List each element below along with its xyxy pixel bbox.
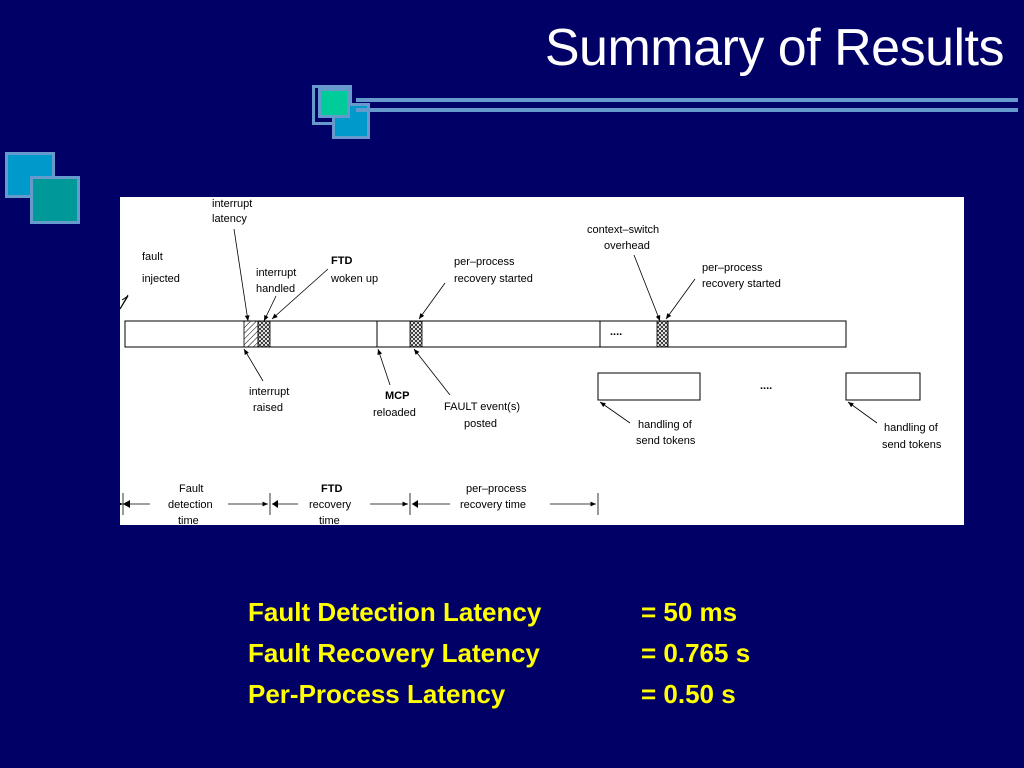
ellipsis-bottom: .... <box>760 380 772 392</box>
label-fault-detection-time-2: detection <box>168 499 213 511</box>
label-ftd-recovery-time-2: recovery <box>309 499 352 511</box>
deco-square-teal-left <box>30 176 80 224</box>
label-per-process-time-1: per–process <box>466 483 527 495</box>
label-per-process-1b: recovery started <box>454 273 533 285</box>
label-interrupt-raised-2: raised <box>253 402 283 414</box>
label-fault-events-1: FAULT event(s) <box>444 401 520 413</box>
label-mcp-reloaded-1: MCP <box>385 390 409 402</box>
label-per-process-2a: per–process <box>702 262 763 274</box>
result-value: = 0.50 s <box>641 679 736 709</box>
label-ftd-recovery-time-3: time <box>319 515 340 525</box>
label-ftd-woken-1: FTD <box>331 255 352 267</box>
label-per-process-1a: per–process <box>454 256 515 268</box>
slide-title: Summary of Results <box>544 19 1005 77</box>
label-interrupt-raised-1: interrupt <box>249 386 289 398</box>
label-interrupt-handled-2: handled <box>256 283 295 295</box>
label-handling-1b: send tokens <box>636 435 696 447</box>
label-mcp-reloaded-2: reloaded <box>373 407 416 419</box>
title-rule-bottom <box>356 108 1018 112</box>
result-label: Fault Detection Latency <box>248 597 542 627</box>
label-fault-injected-1: fault <box>142 251 163 263</box>
deco-square-green <box>318 88 350 118</box>
label-fault-events-2: posted <box>464 418 497 430</box>
label-handling-2a: handling of <box>884 422 939 434</box>
result-value: = 50 ms <box>641 597 738 627</box>
send-token-box-2 <box>845 372 921 401</box>
timeline-svg: fault injected interrupt latency interru… <box>120 198 942 525</box>
label-context-switch-2: overhead <box>604 240 650 252</box>
label-per-process-time-2: recovery time <box>460 499 526 511</box>
result-value: = 0.765 s <box>641 638 751 668</box>
send-token-box-1 <box>597 372 701 401</box>
label-fault-detection-time-1: Fault <box>179 483 203 495</box>
interrupt-latency-segment <box>243 320 259 348</box>
label-handling-2b: send tokens <box>882 439 942 451</box>
timeline-diagram: fault injected interrupt latency interru… <box>120 197 964 525</box>
label-fault-detection-time-3: time <box>178 515 199 525</box>
label-ftd-recovery-time-1: FTD <box>321 483 342 495</box>
label-context-switch-1: context–switch <box>587 224 659 236</box>
result-label: Per-Process Latency <box>248 679 506 709</box>
interrupt-handled-segment <box>257 320 271 348</box>
title-rule-top <box>356 98 1018 102</box>
label-handling-1a: handling of <box>638 419 693 431</box>
label-ftd-woken-2: woken up <box>330 273 378 285</box>
label-fault-injected-2: injected <box>142 273 180 285</box>
fault-event-segment <box>409 320 423 348</box>
result-label: Fault Recovery Latency <box>248 638 540 668</box>
label-per-process-2b: recovery started <box>702 278 781 290</box>
ellipsis-top: .... <box>610 326 622 338</box>
label-interrupt-latency-2: latency <box>212 213 247 225</box>
context-switch-segment <box>656 320 669 348</box>
label-interrupt-latency-1: interrupt <box>212 198 252 210</box>
label-interrupt-handled-1: interrupt <box>256 267 296 279</box>
